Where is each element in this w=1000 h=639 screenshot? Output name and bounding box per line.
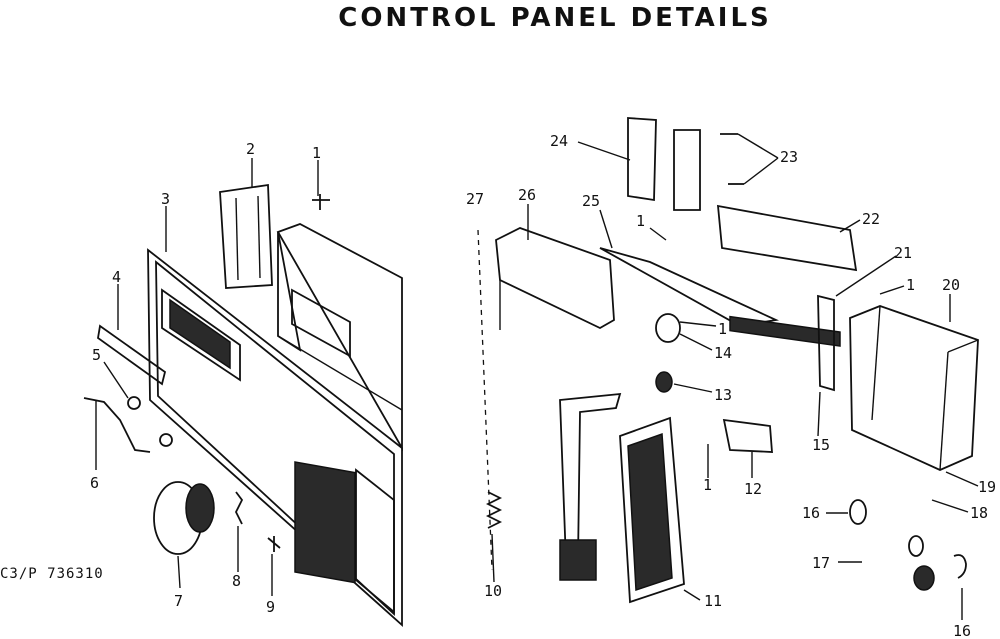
part-11-control-pad [619, 416, 685, 604]
callout-17: 17 [812, 554, 830, 572]
callout-13: 13 [714, 386, 732, 404]
callout-24: 24 [550, 132, 568, 150]
callout-4: 4 [112, 268, 121, 286]
callout-1-mid: 1 [718, 320, 727, 338]
part-26-frame [495, 227, 780, 330]
part-13-lamp [655, 371, 673, 393]
leader-lines [95, 133, 979, 620]
part-1-screw [312, 194, 330, 210]
part-14-switch [655, 313, 681, 343]
part-6-switch [83, 397, 173, 453]
part-5-washer [127, 396, 141, 410]
callout-20: 20 [942, 276, 960, 294]
callout-23: 23 [780, 148, 798, 166]
callout-16: 16 [802, 504, 820, 522]
callout-19: 19 [978, 478, 996, 496]
callout-16-lower: 16 [953, 622, 971, 639]
callout-1-right: 1 [906, 276, 915, 294]
part-8-clip [234, 491, 244, 525]
callout-5: 5 [92, 346, 101, 364]
part-2-bracket [219, 183, 273, 289]
part-7-knob [153, 481, 215, 555]
callout-21: 21 [894, 244, 912, 262]
callout-6: 6 [90, 474, 99, 492]
callout-1: 1 [312, 144, 321, 162]
callout-3: 3 [161, 190, 170, 208]
part-20-box [849, 305, 979, 471]
control-panel-frame [147, 248, 403, 628]
callout-18: 18 [970, 504, 988, 522]
part-12-relay [722, 418, 773, 453]
callout-25: 25 [582, 192, 600, 210]
part-18-washer [908, 535, 924, 557]
part-22-terminal-block [716, 204, 858, 347]
reference-code: C3/P 736310 [0, 566, 104, 582]
part-16-gear [913, 565, 935, 591]
part-19-hook [953, 554, 967, 579]
part-27-axis [477, 229, 493, 571]
part-10-spring [485, 491, 503, 529]
callout-22: 22 [862, 210, 880, 228]
callout-7: 7 [174, 592, 183, 610]
callout-1-top: 1 [636, 212, 645, 230]
callout-12: 12 [744, 480, 762, 498]
lower-connector [559, 539, 597, 581]
callout-15: 15 [812, 436, 830, 454]
callout-27: 27 [466, 190, 484, 208]
part-21-bracket [817, 294, 835, 392]
diagram-title: CONTROL PANEL DETAILS [338, 3, 772, 33]
part-16-fitting [849, 499, 867, 525]
callout-2: 2 [246, 140, 255, 158]
callout-8: 8 [232, 572, 241, 590]
callout-11: 11 [704, 592, 722, 610]
callout-10: 10 [484, 582, 502, 600]
callout-14: 14 [714, 344, 732, 362]
part-24-tube [627, 117, 701, 211]
part-9-screw [267, 536, 281, 552]
rear-housing [276, 223, 403, 452]
callout-26: 26 [518, 186, 536, 204]
callout-labels: 1 2 3 4 5 6 7 8 9 10 11 1 12 13 14 1 15 … [90, 132, 996, 639]
callout-9: 9 [266, 598, 275, 616]
part-4-bracket [97, 324, 167, 386]
center-bracket [559, 392, 622, 564]
callout-1-lower: 1 [703, 476, 712, 494]
